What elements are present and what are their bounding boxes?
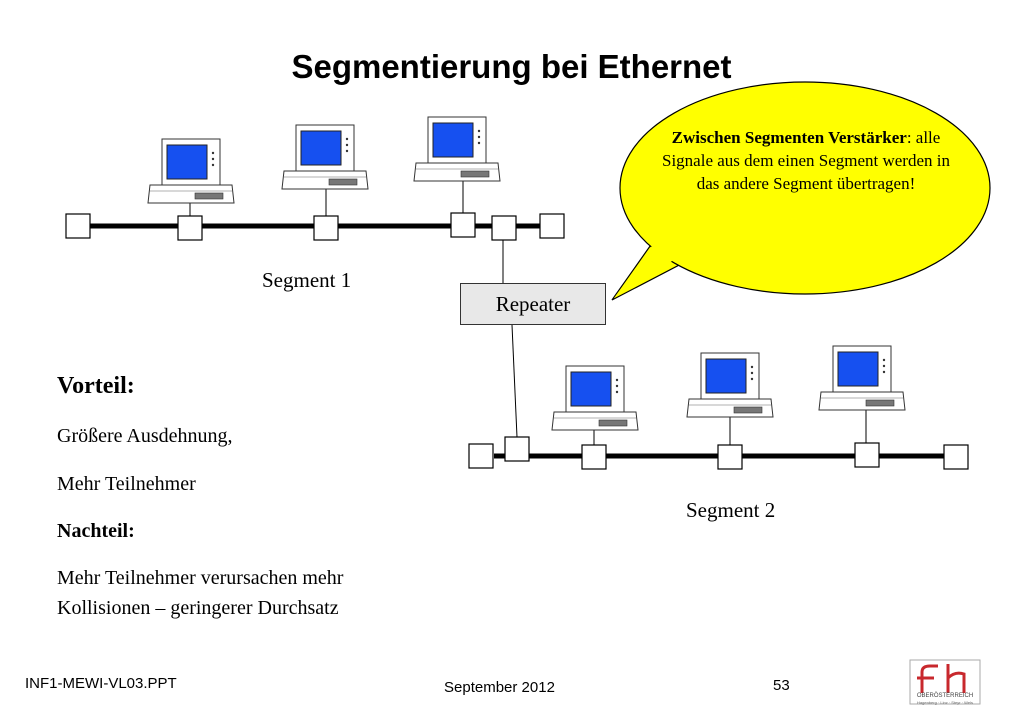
transceiver-icon [450, 212, 476, 238]
terminator-icon [539, 213, 565, 239]
nachteil-heading: Nachteil: [57, 520, 135, 542]
vorteil-heading: Vorteil: [57, 373, 135, 399]
transceiver-icon [313, 215, 339, 241]
transceiver-icon [504, 436, 530, 462]
fh-logo [909, 659, 981, 705]
logo-sub: Hagenberg · Linz · Steyr · Wels [917, 700, 973, 705]
transceiver-icon [177, 215, 203, 241]
transceiver-icon [581, 444, 607, 470]
footer-page-number: 53 [773, 677, 790, 694]
transceiver-icon [854, 442, 880, 468]
computer-icon [147, 138, 235, 204]
repeater-box: Repeater [460, 283, 606, 325]
callout-bold: Zwischen Segmenten Verstärker [671, 128, 907, 147]
callout-text: Zwischen Segmenten Verstärker: alle Sign… [662, 126, 950, 195]
callout-rest: : alle Signale aus dem einen Segment wer… [662, 128, 950, 193]
footer-date: September 2012 [444, 679, 555, 696]
computer-icon [281, 124, 369, 190]
transceiver-icon [491, 215, 517, 241]
callout-bubble [611, 81, 991, 301]
segment1-label: Segment 1 [262, 268, 352, 292]
computer-icon [686, 352, 774, 418]
computer-icon [413, 116, 501, 182]
terminator-icon [468, 443, 494, 469]
computer-icon [551, 365, 639, 431]
terminator-icon [943, 444, 969, 470]
vorteil-line2: Mehr Teilnehmer [57, 473, 196, 495]
footer-filename: INF1-MEWI-VL03.PPT [25, 675, 177, 692]
logo-text: OBERÖSTERREICH [916, 693, 974, 699]
terminator-icon [65, 213, 91, 239]
nachteil-line2: Kollisionen – geringerer Durchsatz [57, 597, 339, 619]
nachteil-line1: Mehr Teilnehmer verursachen mehr [57, 567, 344, 589]
vorteil-line1: Größere Ausdehnung, [57, 425, 233, 447]
segment2-label: Segment 2 [686, 498, 776, 522]
page-title: Segmentierung bei Ethernet [291, 48, 732, 85]
computer-icon [818, 345, 906, 411]
transceiver-icon [717, 444, 743, 470]
